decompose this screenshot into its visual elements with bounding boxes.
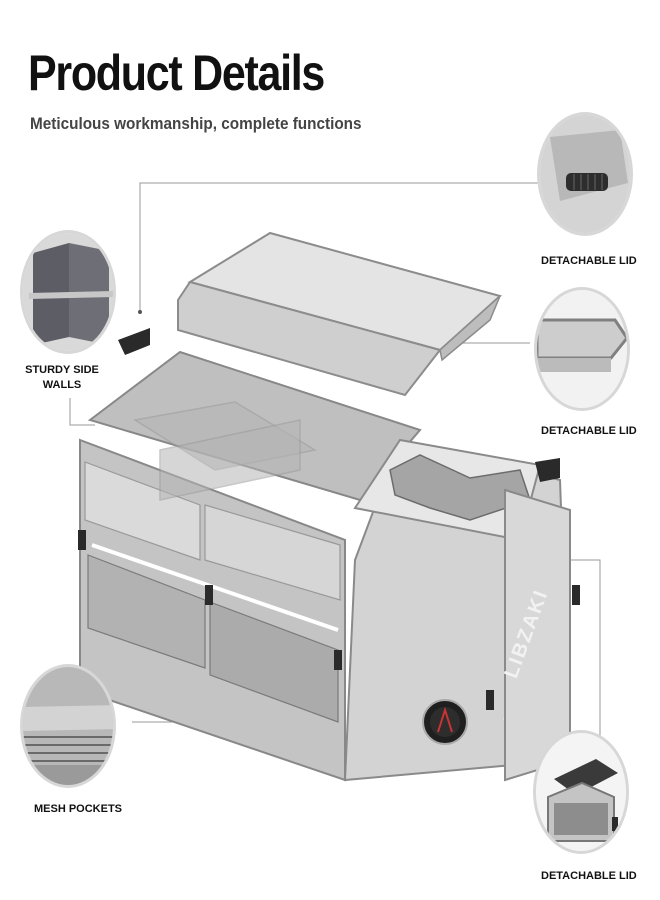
- page-title: Product Details: [28, 45, 325, 101]
- detachable-lid-label-top: DETACHABLE LID: [541, 255, 637, 267]
- detachable-lid-label-bottom: DETACHABLE LID: [541, 870, 637, 882]
- organizer-body: [78, 328, 580, 782]
- page-subtitle: Meticulous workmanship, complete functio…: [30, 114, 362, 133]
- leader-line-cooler: [560, 559, 601, 780]
- lid-handle-closeup-image: [537, 112, 633, 236]
- leader-line-side-walls: [69, 398, 95, 426]
- mesh-pockets-label: MESH POCKETS: [34, 803, 123, 815]
- cooler-closeup-image: [533, 730, 629, 854]
- divider-closeup-image: [20, 230, 116, 354]
- detachable-lid: [177, 231, 503, 397]
- leader-line-lid-top: [139, 182, 540, 310]
- detachable-lid-label-middle: DETACHABLE LID: [541, 425, 637, 437]
- lid-edge-closeup-image: [534, 287, 630, 411]
- mesh-closeup-image: [20, 664, 116, 788]
